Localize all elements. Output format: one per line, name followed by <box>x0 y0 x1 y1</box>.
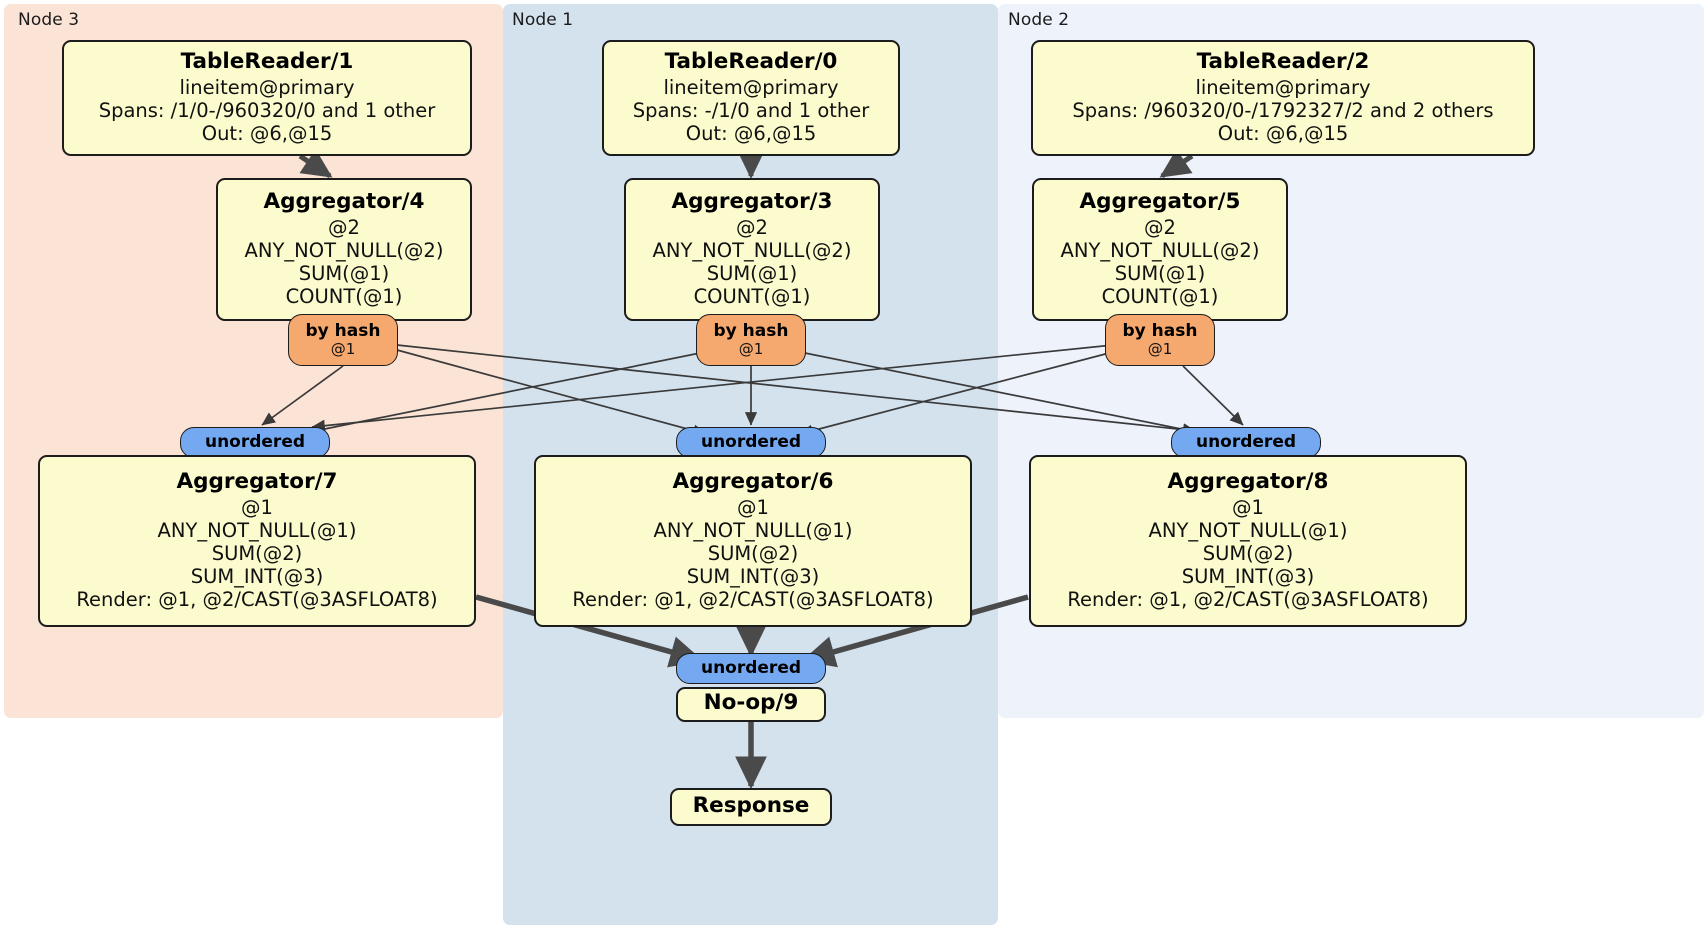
synchronizer-unordered-center[interactable]: unordered <box>676 427 826 458</box>
processor-aggregator-3[interactable]: Aggregator/3 @2 ANY_NOT_NULL(@2) SUM(@1)… <box>624 178 880 321</box>
processor-detail: Spans: /960320/0-/1792327/2 and 2 others <box>1072 98 1494 122</box>
processor-detail: COUNT(@1) <box>285 284 403 308</box>
processor-title: Aggregator/7 <box>176 469 338 495</box>
processor-detail: ANY_NOT_NULL(@2) <box>1060 238 1260 262</box>
processor-detail: SUM_INT(@3) <box>1181 564 1315 588</box>
processor-detail: @1 <box>1232 495 1264 519</box>
processor-detail: ANY_NOT_NULL(@1) <box>653 518 853 542</box>
processor-aggregator-5[interactable]: Aggregator/5 @2 ANY_NOT_NULL(@2) SUM(@1)… <box>1032 178 1288 321</box>
router-sublabel: @1 <box>738 340 764 359</box>
router-by-hash-left[interactable]: by hash @1 <box>288 314 398 366</box>
node-label-node2: Node 2 <box>1008 10 1070 30</box>
synchronizer-unordered-right[interactable]: unordered <box>1171 427 1321 458</box>
processor-title: TableReader/1 <box>180 49 354 75</box>
router-label: by hash <box>1122 321 1198 342</box>
processor-render: Render: @1, @2/CAST(@3ASFLOAT8) <box>76 587 438 611</box>
synchronizer-unordered-left[interactable]: unordered <box>180 427 330 458</box>
processor-aggregator-7[interactable]: Aggregator/7 @1 ANY_NOT_NULL(@1) SUM(@2)… <box>38 455 476 627</box>
router-sublabel: @1 <box>330 340 356 359</box>
processor-detail: Out: @6,@15 <box>201 121 333 145</box>
processor-detail: @2 <box>1144 215 1176 239</box>
processor-tablereader-2[interactable]: TableReader/2 lineitem@primary Spans: /9… <box>1031 40 1535 156</box>
processor-detail: Out: @6,@15 <box>685 121 817 145</box>
processor-detail: COUNT(@1) <box>693 284 811 308</box>
router-label: by hash <box>713 321 789 342</box>
synchronizer-label: unordered <box>1195 432 1297 453</box>
processor-tablereader-0[interactable]: TableReader/0 lineitem@primary Spans: -/… <box>602 40 900 156</box>
processor-detail: SUM_INT(@3) <box>190 564 324 588</box>
router-by-hash-right[interactable]: by hash @1 <box>1105 314 1215 366</box>
processor-detail: SUM(@1) <box>298 261 390 285</box>
processor-title: Response <box>692 792 810 818</box>
synchronizer-label: unordered <box>204 432 306 453</box>
processor-detail: SUM(@2) <box>707 541 799 565</box>
processor-detail: lineitem@primary <box>1195 75 1371 99</box>
processor-aggregator-8[interactable]: Aggregator/8 @1 ANY_NOT_NULL(@1) SUM(@2)… <box>1029 455 1467 627</box>
processor-response[interactable]: Response <box>670 788 832 826</box>
processor-title: Aggregator/4 <box>263 189 425 215</box>
processor-detail: @2 <box>328 215 360 239</box>
processor-detail: SUM(@2) <box>211 541 303 565</box>
processor-render: Render: @1, @2/CAST(@3ASFLOAT8) <box>1067 587 1429 611</box>
synchronizer-label: unordered <box>700 432 802 453</box>
processor-detail: Out: @6,@15 <box>1217 121 1349 145</box>
processor-detail: @1 <box>241 495 273 519</box>
processor-title: TableReader/0 <box>664 49 838 75</box>
processor-aggregator-4[interactable]: Aggregator/4 @2 ANY_NOT_NULL(@2) SUM(@1)… <box>216 178 472 321</box>
node-label-node1: Node 1 <box>512 10 574 30</box>
processor-detail: COUNT(@1) <box>1101 284 1219 308</box>
processor-detail: SUM(@1) <box>1114 261 1206 285</box>
processor-detail: SUM(@2) <box>1202 541 1294 565</box>
processor-detail: SUM_INT(@3) <box>686 564 820 588</box>
processor-detail: ANY_NOT_NULL(@2) <box>244 238 444 262</box>
processor-detail: lineitem@primary <box>663 75 839 99</box>
processor-noop-9[interactable]: No-op/9 <box>676 687 826 722</box>
synchronizer-unordered-final[interactable]: unordered <box>676 653 826 684</box>
processor-detail: SUM(@1) <box>706 261 798 285</box>
processor-render: Render: @1, @2/CAST(@3ASFLOAT8) <box>572 587 934 611</box>
processor-tablereader-1[interactable]: TableReader/1 lineitem@primary Spans: /1… <box>62 40 472 156</box>
router-label: by hash <box>305 321 381 342</box>
processor-title: No-op/9 <box>703 690 799 716</box>
processor-detail: ANY_NOT_NULL(@1) <box>1148 518 1348 542</box>
processor-detail: Spans: -/1/0 and 1 other <box>632 98 870 122</box>
processor-title: Aggregator/8 <box>1167 469 1329 495</box>
processor-detail: @1 <box>737 495 769 519</box>
processor-title: TableReader/2 <box>1196 49 1370 75</box>
processor-aggregator-6[interactable]: Aggregator/6 @1 ANY_NOT_NULL(@1) SUM(@2)… <box>534 455 972 627</box>
processor-detail: ANY_NOT_NULL(@2) <box>652 238 852 262</box>
node-label-node3: Node 3 <box>18 10 80 30</box>
synchronizer-label: unordered <box>700 658 802 679</box>
router-sublabel: @1 <box>1147 340 1173 359</box>
processor-detail: Spans: /1/0-/960320/0 and 1 other <box>98 98 436 122</box>
processor-detail: ANY_NOT_NULL(@1) <box>157 518 357 542</box>
processor-detail: lineitem@primary <box>179 75 355 99</box>
processor-detail: @2 <box>736 215 768 239</box>
processor-title: Aggregator/5 <box>1079 189 1241 215</box>
router-by-hash-center[interactable]: by hash @1 <box>696 314 806 366</box>
processor-title: Aggregator/3 <box>671 189 833 215</box>
processor-title: Aggregator/6 <box>672 469 834 495</box>
